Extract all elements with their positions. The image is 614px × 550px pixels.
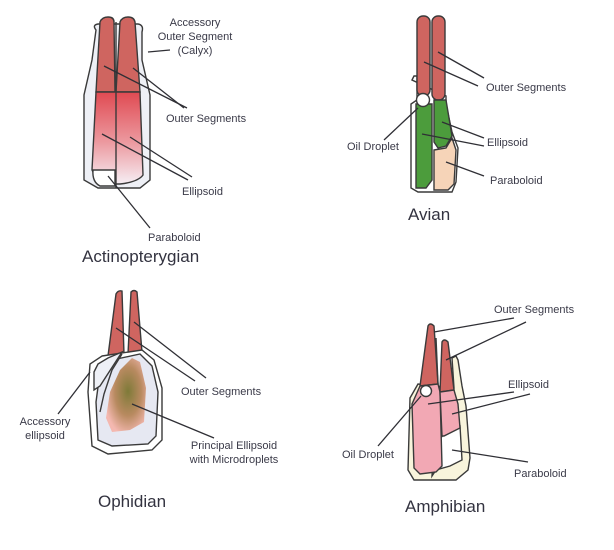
label-accessory-ellipsoid-line2: ellipsoid xyxy=(25,430,65,442)
avian-ellipsoid-right xyxy=(433,99,453,149)
label-ellipsoid: Ellipsoid xyxy=(182,186,223,198)
label-outer-segments: Outer Segments xyxy=(181,386,262,398)
label-oil-droplet: Oil Droplet xyxy=(342,449,394,461)
avian-outer-segment-right xyxy=(431,15,446,101)
title-avian: Avian xyxy=(408,205,450,224)
label-accessory-outer-segment-line1: Accessory xyxy=(170,17,221,29)
label-accessory-outer-segment-line2: Outer Segment xyxy=(158,31,233,43)
title-amphibian: Amphibian xyxy=(405,497,485,516)
amphibian-panel: Outer Segments Ellipsoid Oil Droplet Par… xyxy=(342,304,575,516)
label-outer-segments: Outer Segments xyxy=(486,82,567,94)
label-outer-segments: Outer Segments xyxy=(166,113,247,125)
avian-panel: Outer Segments Oil Droplet Ellipsoid Par… xyxy=(347,15,567,224)
avian-ellipsoid-left xyxy=(415,103,433,189)
label-oil-droplet: Oil Droplet xyxy=(347,141,399,153)
ophidian-panel: Outer Segments Accessory ellipsoid Princ… xyxy=(20,289,279,511)
actinopterygian-panel: Accessory Outer Segment (Calyx) Outer Se… xyxy=(82,16,247,266)
avian-paraboloid xyxy=(433,136,457,191)
actinopterygian-outer-segment-left xyxy=(95,16,116,93)
title-ophidian: Ophidian xyxy=(98,492,166,511)
label-accessory-outer-segment-line3: (Calyx) xyxy=(178,45,213,57)
amphibian-outer-segment-left xyxy=(419,323,439,387)
title-actinopterygian: Actinopterygian xyxy=(82,247,199,266)
label-paraboloid: Paraboloid xyxy=(148,232,201,244)
amphibian-ellipsoid-left xyxy=(411,383,443,475)
actinopterygian-outer-segment-right xyxy=(115,16,141,93)
amphibian-outer-segment-right xyxy=(439,339,455,393)
ophidian-outer-segment-left xyxy=(107,290,125,357)
label-paraboloid: Paraboloid xyxy=(514,468,567,480)
ophidian-accessory-ellipsoid xyxy=(93,350,124,392)
label-outer-segments: Outer Segments xyxy=(494,304,575,316)
amphibian-oil-droplet xyxy=(419,384,433,398)
ophidian-microdroplets xyxy=(106,358,146,432)
label-accessory-ellipsoid-line1: Accessory xyxy=(20,416,71,428)
avian-oil-droplet xyxy=(415,92,431,108)
label-ellipsoid: Ellipsoid xyxy=(487,137,528,149)
label-ellipsoid: Ellipsoid xyxy=(508,379,549,391)
actinopterygian-paraboloid xyxy=(92,169,116,187)
label-principal-ellipsoid-line1: Principal Ellipsoid xyxy=(191,440,277,452)
label-paraboloid: Paraboloid xyxy=(490,175,543,187)
avian-outer-segment-left xyxy=(416,15,431,97)
label-principal-ellipsoid-line2: with Microdroplets xyxy=(189,454,279,466)
